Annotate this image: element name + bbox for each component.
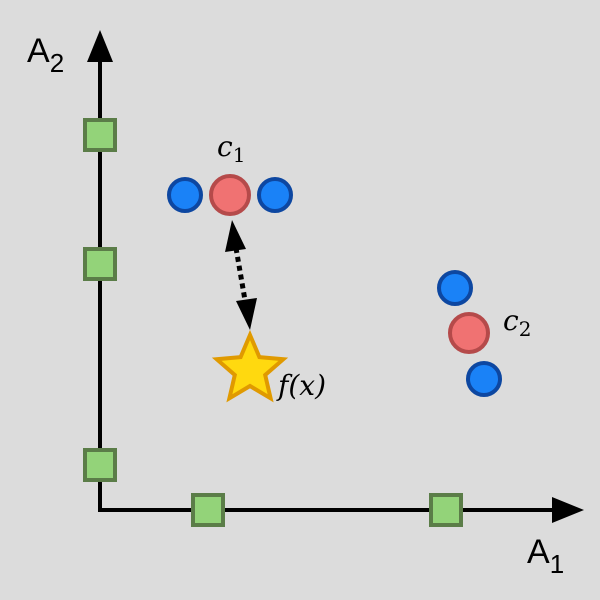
cluster-2-label-sub: 2 (519, 317, 532, 341)
distance-dashed-line (233, 247, 249, 307)
x-axis-label: A1 (527, 533, 564, 579)
y-axis-label: A2 (27, 32, 64, 78)
y-axis-arrowhead (87, 30, 113, 62)
x-axis-arrowhead (552, 497, 584, 523)
square-marker-icon (191, 493, 225, 527)
data-point-icon (257, 177, 293, 213)
arrowhead-down-icon (236, 298, 257, 330)
x-axis-label-main: A (527, 533, 550, 571)
square-marker-icon (83, 118, 117, 152)
x-axis-markers (191, 493, 463, 527)
y-axis-label-sub: 2 (50, 48, 64, 78)
cluster-1-label: c1 (217, 130, 245, 167)
x-axis (98, 497, 584, 523)
cluster-1-label-sub: 1 (233, 143, 246, 167)
data-point-icon (167, 177, 203, 213)
cluster-2-label: c2 (503, 304, 531, 341)
cluster-1: c1 (167, 130, 293, 216)
y-axis-markers (83, 118, 117, 482)
centroid-circle-icon (209, 174, 251, 216)
query-label: f(x) (276, 369, 326, 402)
y-axis-label-main: A (27, 32, 50, 70)
query-point: f(x) (211, 329, 326, 403)
distance-arrow (225, 220, 257, 330)
cluster-1-label-main: c (217, 130, 233, 163)
cluster-2-label-main: c (503, 304, 519, 337)
star-icon (211, 329, 289, 403)
centroid-circle-icon (448, 312, 490, 354)
square-marker-icon (83, 448, 117, 482)
x-axis-label-sub: 1 (550, 549, 564, 579)
data-point-icon (437, 270, 473, 306)
arrowhead-up-icon (225, 220, 246, 252)
square-marker-icon (429, 493, 463, 527)
cluster-2: c2 (437, 270, 531, 397)
data-point-icon (466, 361, 502, 397)
square-marker-icon (83, 247, 117, 281)
